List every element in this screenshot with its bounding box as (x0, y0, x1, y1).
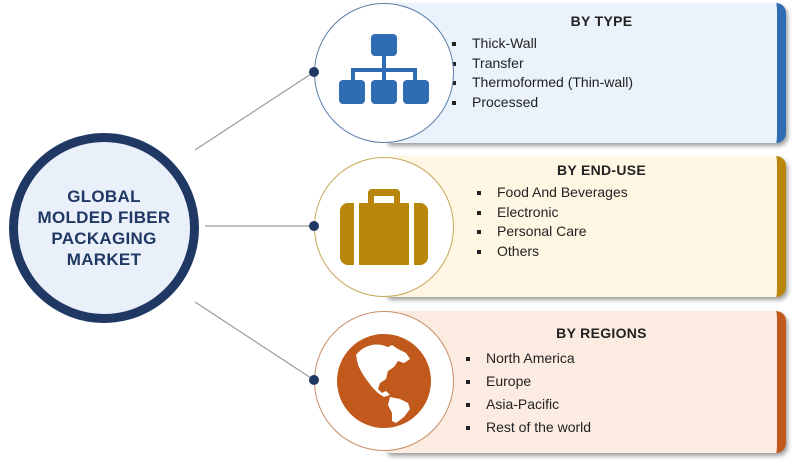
list-item: Personal Care (475, 222, 628, 242)
list-item: Thermoformed (Thin-wall) (450, 73, 633, 93)
list-item: Europe (464, 370, 591, 393)
segment-heading: BY REGIONS (556, 325, 647, 341)
segment-heading: BY END-USE (556, 162, 647, 178)
segment-list: Thick-Wall Transfer Thermoformed (Thin-w… (450, 34, 633, 112)
list-item: Thick-Wall (450, 34, 633, 54)
list-item: Food And Beverages (475, 183, 628, 203)
end-use-icon-circle (314, 157, 454, 297)
list-item: Rest of the world (464, 416, 591, 439)
list-item: Processed (450, 93, 633, 113)
list-item: Asia-Pacific (464, 393, 591, 416)
segment-heading: BY TYPE (570, 13, 633, 29)
connector-dot (309, 221, 319, 231)
briefcase-icon (340, 189, 428, 265)
globe-americas-icon (337, 334, 431, 428)
hierarchy-icon (339, 34, 429, 104)
list-item: Others (475, 242, 628, 262)
regions-icon-circle (314, 311, 454, 451)
hub-title: GLOBAL MOLDED FIBER PACKAGING MARKET (37, 187, 171, 269)
type-icon-circle (314, 3, 454, 143)
list-item: North America (464, 347, 591, 370)
connector-dot (309, 375, 319, 385)
connector-dot (309, 67, 319, 77)
list-item: Transfer (450, 54, 633, 74)
segment-panel-type: BY TYPE Thick-Wall Transfer Thermoformed… (386, 3, 786, 143)
list-item: Electronic (475, 203, 628, 223)
segment-list: Food And Beverages Electronic Personal C… (475, 183, 628, 261)
market-hub-circle: GLOBAL MOLDED FIBER PACKAGING MARKET (9, 133, 199, 323)
segment-list: North America Europe Asia-Pacific Rest o… (464, 347, 591, 439)
segment-panel-end-use: BY END-USE Food And Beverages Electronic… (386, 156, 786, 297)
